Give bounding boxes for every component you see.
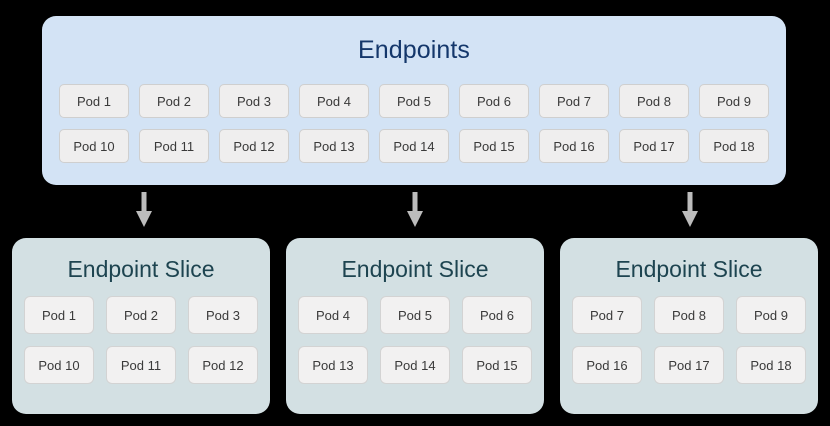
pod-chip: Pod 12 xyxy=(188,346,258,384)
pod-chip: Pod 13 xyxy=(298,346,368,384)
endpoint-slice-pod-row: Pod 13 Pod 14 Pod 15 xyxy=(286,346,544,384)
pod-chip: Pod 14 xyxy=(380,346,450,384)
pod-chip: Pod 9 xyxy=(699,84,769,118)
endpoint-slice-pod-grid: Pod 4 Pod 5 Pod 6 Pod 13 Pod 14 Pod 15 xyxy=(286,296,544,396)
endpoint-slice-pod-row: Pod 10 Pod 11 Pod 12 xyxy=(12,346,270,384)
endpoints-title: Endpoints xyxy=(357,36,471,64)
endpoint-slice-pod-row: Pod 4 Pod 5 Pod 6 xyxy=(286,296,544,334)
endpoint-slice-title: Endpoint Slice xyxy=(341,256,489,282)
arrow-down-icon xyxy=(133,192,155,228)
pod-chip: Pod 10 xyxy=(59,129,129,163)
pod-chip: Pod 17 xyxy=(619,129,689,163)
endpoint-slice-panel-1: Endpoint Slice Pod 1 Pod 2 Pod 3 Pod 10 … xyxy=(12,238,270,414)
pod-chip: Pod 14 xyxy=(379,129,449,163)
arrow-down-icon xyxy=(404,192,426,228)
pod-chip: Pod 16 xyxy=(539,129,609,163)
pod-chip: Pod 12 xyxy=(219,129,289,163)
endpoint-slice-title: Endpoint Slice xyxy=(67,256,215,282)
endpoints-pod-row: Pod 1 Pod 2 Pod 3 Pod 4 Pod 5 Pod 6 Pod … xyxy=(42,84,786,118)
pod-chip: Pod 13 xyxy=(299,129,369,163)
pod-chip: Pod 2 xyxy=(106,296,176,334)
pod-chip: Pod 7 xyxy=(572,296,642,334)
pod-chip: Pod 11 xyxy=(106,346,176,384)
pod-chip: Pod 1 xyxy=(24,296,94,334)
endpoint-slice-pod-grid: Pod 1 Pod 2 Pod 3 Pod 10 Pod 11 Pod 12 xyxy=(12,296,270,396)
endpoint-slice-panel-3: Endpoint Slice Pod 7 Pod 8 Pod 9 Pod 16 … xyxy=(560,238,818,414)
pod-chip: Pod 3 xyxy=(188,296,258,334)
pod-chip: Pod 5 xyxy=(379,84,449,118)
pod-chip: Pod 15 xyxy=(459,129,529,163)
pod-chip: Pod 3 xyxy=(219,84,289,118)
endpoint-slice-pod-row: Pod 7 Pod 8 Pod 9 xyxy=(560,296,818,334)
pod-chip: Pod 18 xyxy=(736,346,806,384)
pod-chip: Pod 8 xyxy=(654,296,724,334)
pod-chip: Pod 9 xyxy=(736,296,806,334)
pod-chip: Pod 6 xyxy=(462,296,532,334)
endpoint-slice-panel-2: Endpoint Slice Pod 4 Pod 5 Pod 6 Pod 13 … xyxy=(286,238,544,414)
pod-chip: Pod 4 xyxy=(299,84,369,118)
pod-chip: Pod 7 xyxy=(539,84,609,118)
pod-chip: Pod 1 xyxy=(59,84,129,118)
pod-chip: Pod 8 xyxy=(619,84,689,118)
pod-chip: Pod 2 xyxy=(139,84,209,118)
pod-chip: Pod 11 xyxy=(139,129,209,163)
endpoint-slice-title: Endpoint Slice xyxy=(615,256,763,282)
pod-chip: Pod 6 xyxy=(459,84,529,118)
pod-chip: Pod 18 xyxy=(699,129,769,163)
pod-chip: Pod 16 xyxy=(572,346,642,384)
endpoint-slice-pod-grid: Pod 7 Pod 8 Pod 9 Pod 16 Pod 17 Pod 18 xyxy=(560,296,818,396)
endpoint-slice-pod-row: Pod 1 Pod 2 Pod 3 xyxy=(12,296,270,334)
endpoints-pod-row: Pod 10 Pod 11 Pod 12 Pod 13 Pod 14 Pod 1… xyxy=(42,129,786,163)
endpoints-panel: Endpoints Pod 1 Pod 2 Pod 3 Pod 4 Pod 5 … xyxy=(42,16,786,185)
arrow-down-icon xyxy=(679,192,701,228)
pod-chip: Pod 4 xyxy=(298,296,368,334)
pod-chip: Pod 10 xyxy=(24,346,94,384)
pod-chip: Pod 17 xyxy=(654,346,724,384)
pod-chip: Pod 5 xyxy=(380,296,450,334)
pod-chip: Pod 15 xyxy=(462,346,532,384)
endpoints-pod-grid: Pod 1 Pod 2 Pod 3 Pod 4 Pod 5 Pod 6 Pod … xyxy=(42,84,786,174)
endpoint-slice-pod-row: Pod 16 Pod 17 Pod 18 xyxy=(560,346,818,384)
